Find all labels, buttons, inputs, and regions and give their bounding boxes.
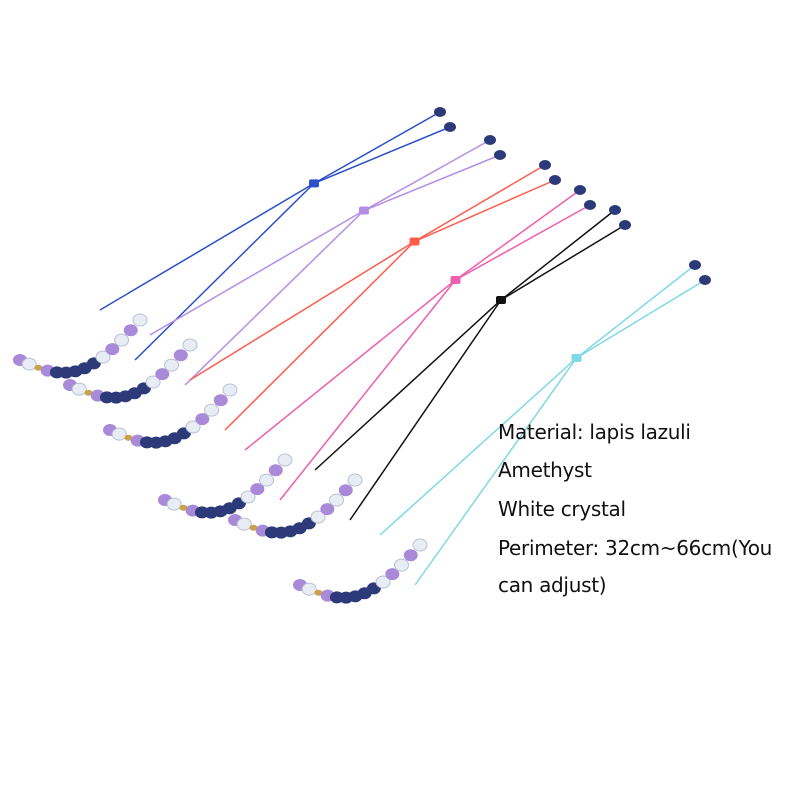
bead bbox=[250, 483, 265, 496]
bead bbox=[164, 358, 180, 372]
end-bead bbox=[699, 275, 711, 285]
cord-strand bbox=[99, 111, 441, 311]
bead bbox=[236, 517, 252, 531]
bead bbox=[310, 510, 326, 524]
end-bead bbox=[584, 200, 596, 210]
cord-strand bbox=[184, 154, 501, 386]
cord-strand bbox=[379, 264, 696, 536]
bead bbox=[375, 575, 391, 589]
bead bbox=[71, 382, 87, 396]
bead bbox=[145, 375, 161, 389]
bead bbox=[338, 484, 353, 497]
bead bbox=[301, 582, 317, 596]
perimeter-text-cont: can adjust) bbox=[498, 573, 607, 597]
bead bbox=[240, 490, 256, 504]
cord-strand bbox=[224, 179, 556, 431]
white-crystal-text: White crystal bbox=[498, 497, 626, 521]
bead bbox=[185, 420, 201, 434]
cord-strand bbox=[134, 126, 451, 361]
bead bbox=[277, 453, 293, 467]
end-bead bbox=[434, 107, 446, 117]
bead bbox=[195, 413, 210, 426]
bead bbox=[320, 503, 335, 516]
bead bbox=[249, 524, 258, 531]
bead bbox=[268, 464, 283, 477]
bead bbox=[111, 427, 127, 441]
end-bead bbox=[444, 122, 456, 132]
end-bead bbox=[609, 205, 621, 215]
bead bbox=[385, 568, 400, 581]
bead bbox=[403, 549, 418, 562]
bead bbox=[166, 497, 182, 511]
end-bead bbox=[494, 150, 506, 160]
bead bbox=[84, 389, 93, 396]
end-bead bbox=[484, 135, 496, 145]
bead bbox=[155, 368, 170, 381]
slide-knot bbox=[359, 206, 369, 215]
bead bbox=[314, 589, 323, 596]
cord-strand bbox=[189, 164, 546, 381]
end-bead bbox=[539, 160, 551, 170]
bead bbox=[123, 324, 138, 337]
bead bbox=[173, 349, 188, 362]
bead bbox=[182, 338, 198, 352]
end-bead bbox=[574, 185, 586, 195]
cord-strand bbox=[279, 204, 591, 501]
cord-strand bbox=[149, 139, 491, 336]
perimeter-text: Perimeter: 32cm~66cm(You bbox=[498, 536, 773, 560]
bead bbox=[222, 383, 238, 397]
slide-knot bbox=[409, 237, 420, 246]
slide-knot bbox=[309, 179, 319, 188]
end-bead bbox=[619, 220, 631, 230]
amethyst-text: Amethyst bbox=[498, 458, 592, 482]
slide-knot bbox=[450, 276, 461, 284]
bead bbox=[329, 493, 345, 507]
bead bbox=[394, 558, 410, 572]
bead bbox=[114, 333, 130, 347]
bead bbox=[132, 313, 148, 327]
bead bbox=[347, 473, 363, 487]
slide-knot bbox=[496, 296, 506, 304]
bead bbox=[34, 364, 43, 371]
bead bbox=[412, 538, 428, 552]
bead bbox=[21, 357, 37, 371]
bead bbox=[95, 350, 111, 364]
slide-knot bbox=[571, 354, 582, 362]
bead bbox=[179, 504, 188, 511]
bead bbox=[105, 343, 120, 356]
end-bead bbox=[549, 175, 561, 185]
end-bead bbox=[689, 260, 701, 270]
bead bbox=[124, 434, 133, 441]
cord-strand bbox=[244, 189, 581, 451]
bead bbox=[213, 394, 228, 407]
bead bbox=[259, 473, 275, 487]
material-text: Material: lapis lazuli bbox=[498, 420, 691, 444]
bead bbox=[204, 403, 220, 417]
